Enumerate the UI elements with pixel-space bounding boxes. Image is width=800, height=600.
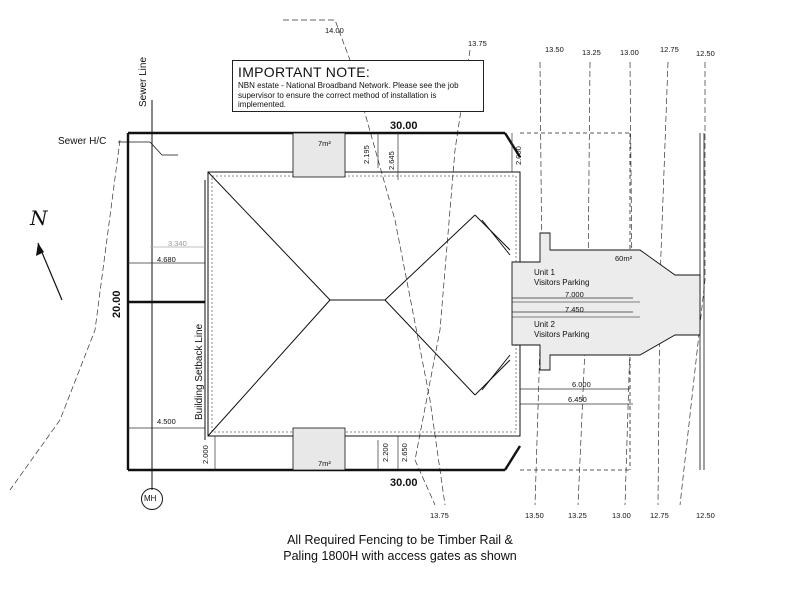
driveway-area: 60m² [615, 254, 633, 263]
building-outline [207, 171, 521, 437]
courtyard-bottom [292, 427, 346, 471]
north-label: N [30, 206, 48, 230]
setback-label: Building Setback Line [194, 323, 205, 420]
courtyard-top [292, 132, 346, 178]
contour-bottom-5: 12.75 [650, 511, 669, 520]
dim-park-d: 6.450 [568, 395, 587, 404]
dim-park-c: 6.000 [572, 380, 591, 389]
contour-top-6: 12.75 [660, 45, 679, 54]
note-body: NBN estate - National Broadband Network.… [238, 81, 459, 109]
contour-top-3: 13.50 [545, 45, 564, 54]
top-width-label: 30.00 [390, 120, 418, 132]
terrain-line [9, 139, 121, 491]
caption-line-1: All Required Fencing to be Timber Rail & [287, 533, 513, 547]
dim-left-c: 4.500 [157, 417, 176, 426]
contour-bottom-3: 13.25 [568, 511, 587, 520]
important-note-box: IMPORTANT NOTE: NBN estate - National Br… [232, 60, 484, 112]
dim-top-setback-b: 2.645 [387, 151, 396, 170]
lot-boundary [126, 131, 522, 472]
contour-bottom-1: 13.75 [430, 511, 449, 520]
note-title: IMPORTANT NOTE: [238, 64, 371, 80]
manhole-label: MH [144, 494, 157, 503]
fencing-caption: All Required Fencing to be Timber Rail &… [200, 532, 600, 564]
unit1-parking-label: Visitors Parking [534, 278, 590, 287]
unit2-parking-label: Visitors Parking [534, 330, 590, 339]
bottom-width-label: 30.00 [390, 477, 418, 489]
left-depth-label: 20.00 [111, 290, 123, 318]
unit1-label: Unit 1 [534, 268, 555, 277]
unit2-label: Unit 2 [534, 320, 555, 329]
dim-left-b: 4.680 [157, 255, 176, 264]
dim-park-a: 7.000 [565, 290, 584, 299]
sewer-hc-label: Sewer H/C [58, 136, 107, 147]
contour-top-7: 12.50 [696, 49, 715, 58]
manhole-marker [141, 488, 163, 510]
courtyard-bottom-area: 7m² [318, 459, 331, 468]
contour-top-4: 13.25 [582, 48, 601, 57]
courtyard-top-area: 7m² [318, 139, 331, 148]
sewer-hc-leader [118, 141, 178, 156]
caption-line-2: Paling 1800H with access gates as shown [283, 549, 517, 563]
driveway [511, 232, 701, 371]
contour-top-2: 13.75 [468, 39, 487, 48]
dim-bottom-left: 2.000 [201, 445, 210, 464]
dim-top-right: 2.000 [514, 146, 523, 165]
contour-top-5: 13.00 [620, 48, 639, 57]
dim-left-a: 3.340 [168, 239, 187, 248]
dim-bottom-a: 2.200 [381, 443, 390, 462]
contour-bottom-4: 13.00 [612, 511, 631, 520]
contour-top-1: 14.00 [325, 26, 344, 35]
contour-bottom-6: 12.50 [696, 511, 715, 520]
north-arrow-icon [36, 242, 63, 301]
dim-top-setback-a: 2.195 [362, 145, 371, 164]
dim-park-b: 7.450 [565, 305, 584, 314]
contour-bottom-2: 13.50 [525, 511, 544, 520]
dim-bottom-b: 2.650 [400, 443, 409, 462]
sewer-line-label: Sewer Line [138, 56, 149, 107]
